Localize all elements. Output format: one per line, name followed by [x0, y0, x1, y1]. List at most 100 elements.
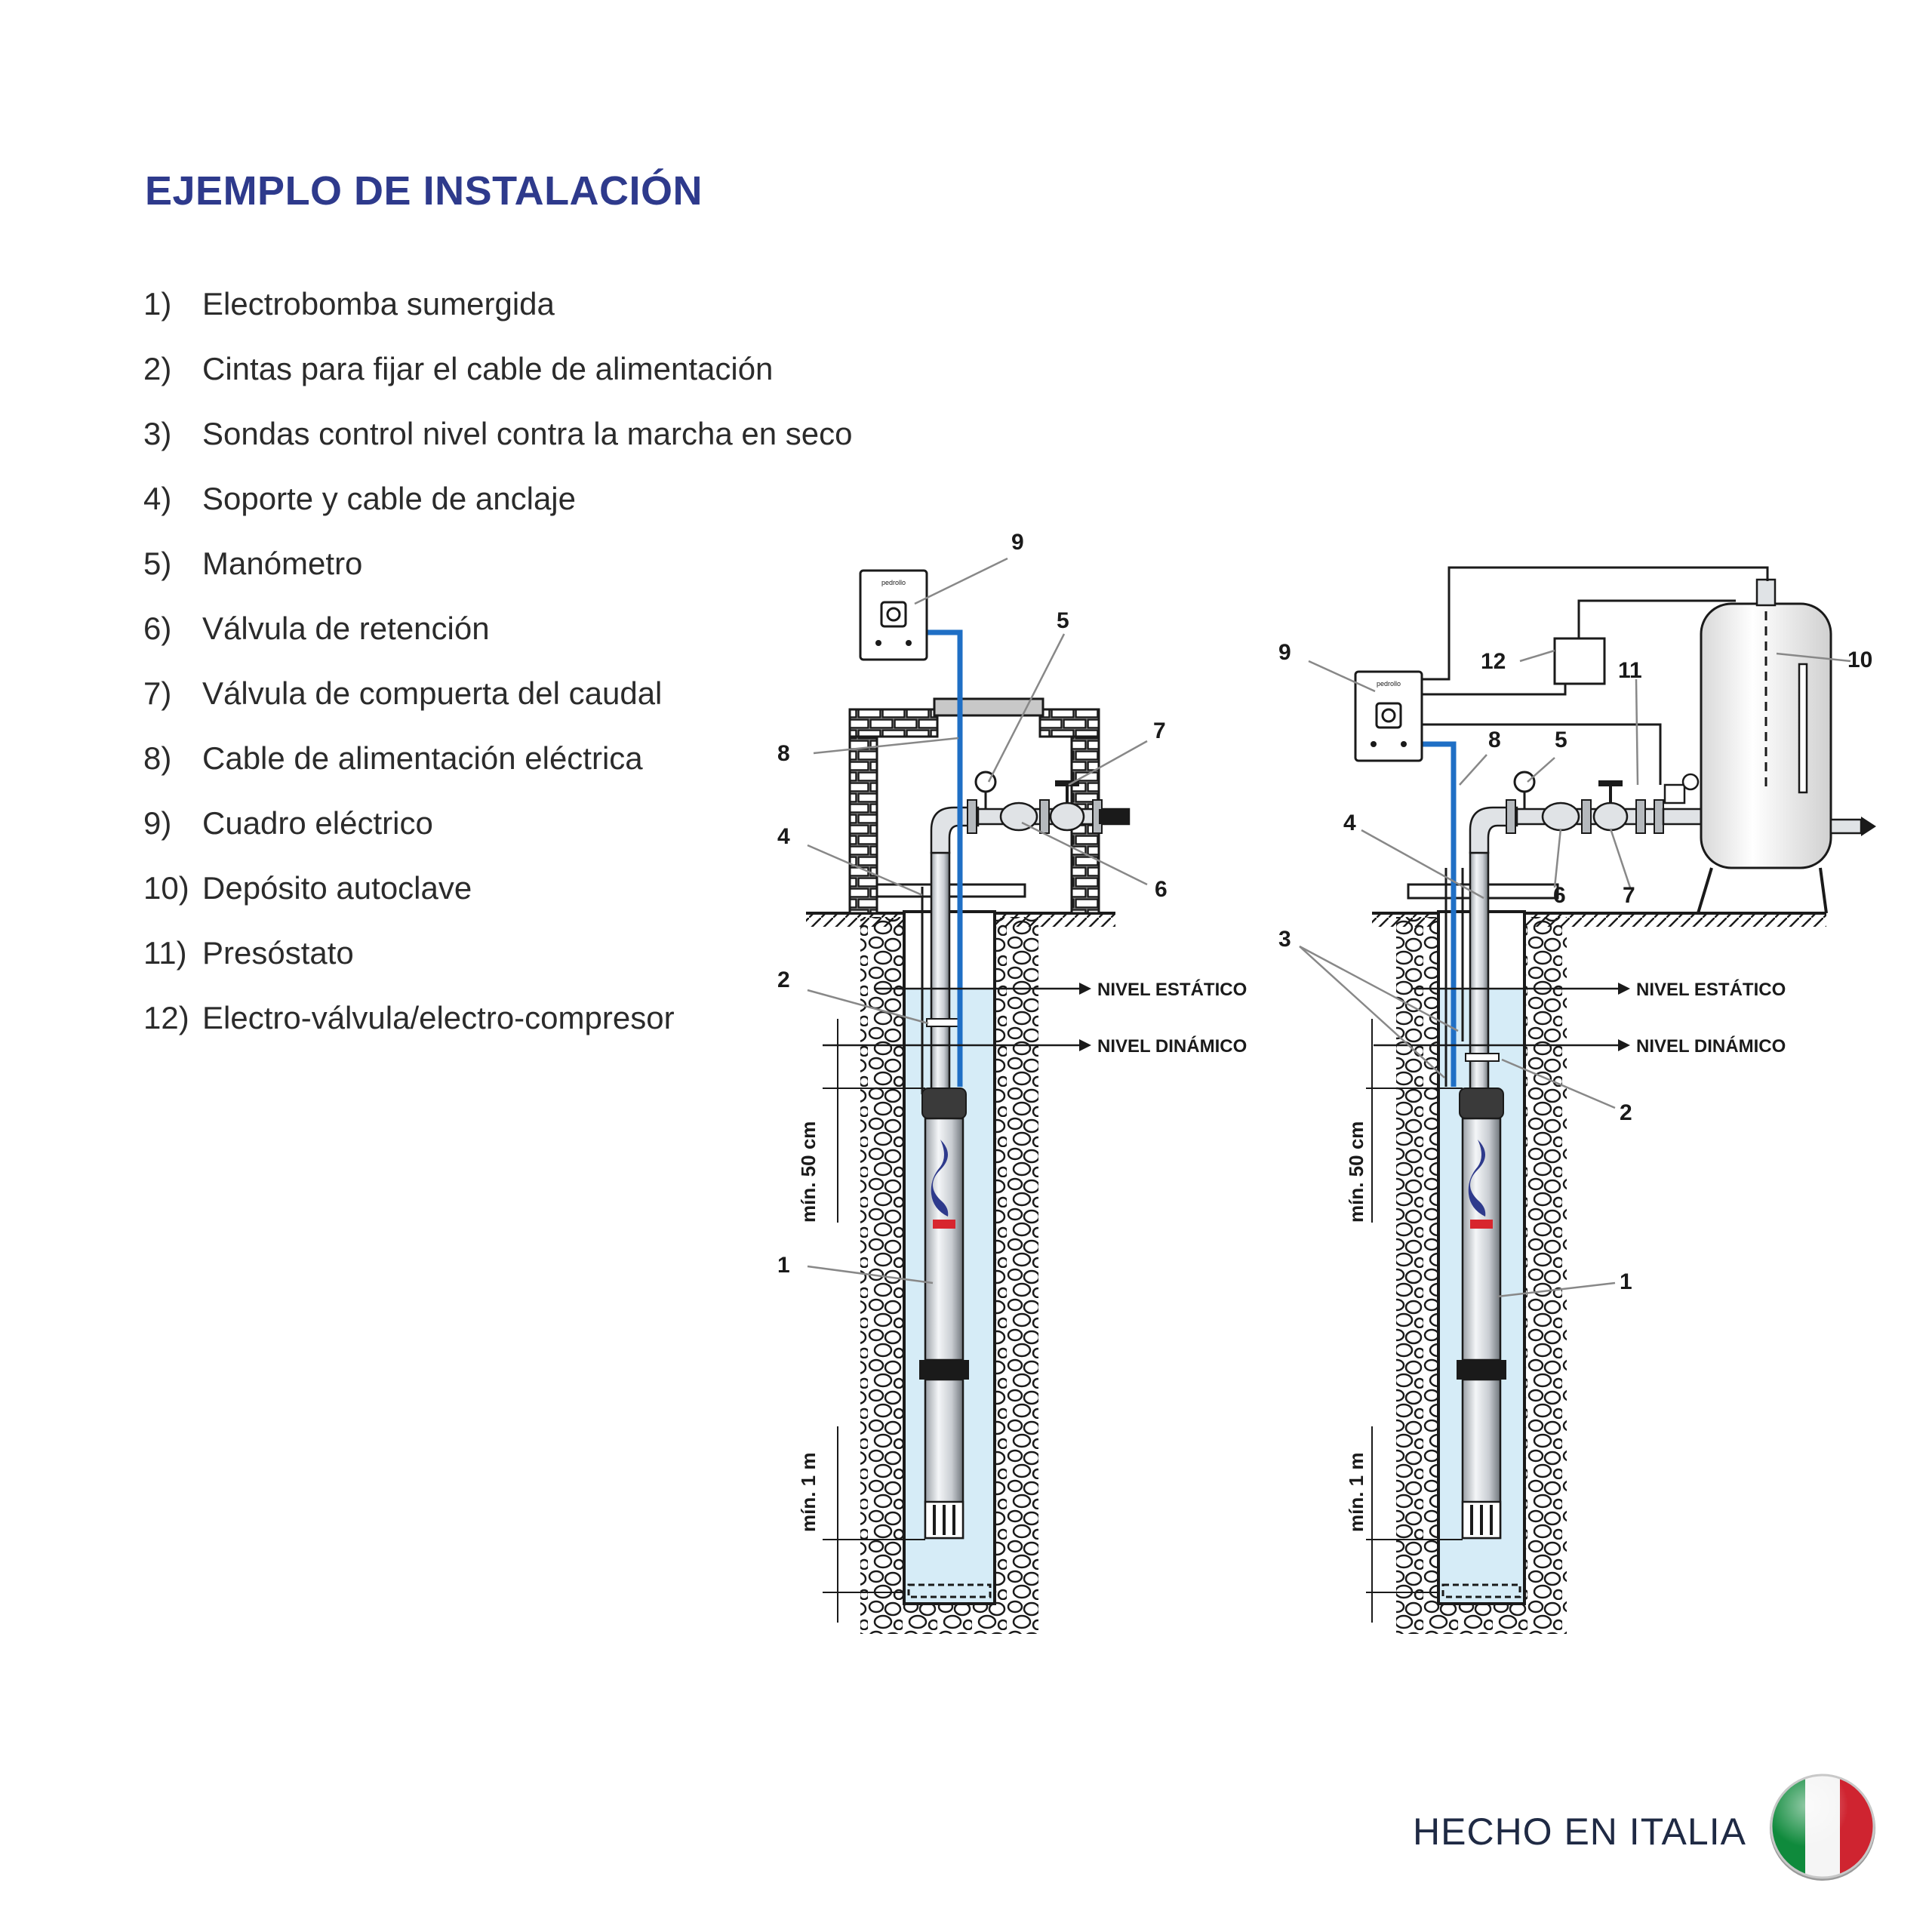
legend-item: 8)Cable de alimentación eléctrica: [143, 726, 852, 791]
leader-line: [1308, 660, 1376, 693]
legend-number: 12): [143, 1000, 189, 1035]
leader-line: [1299, 946, 1445, 1078]
callout-5: 5: [1555, 728, 1567, 752]
static-level-arrow-icon: [1079, 983, 1091, 995]
callout-11: 11: [1618, 658, 1642, 683]
ground-right: [1524, 913, 1826, 927]
left-installation: pedrollo mín. 50 cm mín. 1 m NIVEL ESTÁT…: [777, 530, 1247, 1634]
tank-inlet-pipe: [1662, 808, 1703, 826]
callout-6: 6: [1553, 883, 1566, 908]
leader-line: [1635, 678, 1639, 786]
legend-text: Válvula de retención: [202, 611, 490, 646]
static-level-arrow-icon: [1618, 983, 1630, 995]
legend-number: 7): [143, 675, 172, 711]
electro-valve-box: [1553, 637, 1606, 685]
legend-item: 3)Sondas control nivel contra la marcha …: [143, 401, 852, 466]
control-panel-brand: pedrollo: [1377, 680, 1401, 688]
legend-text: Electro-válvula/electro-compresor: [202, 1000, 675, 1035]
gate-valve-handwheel: [1055, 780, 1079, 786]
gate-valve-handwheel: [1598, 780, 1623, 786]
tank-outlet-pipe: [1829, 818, 1863, 835]
legend-number: 6): [143, 611, 172, 646]
legend-text: Manómetro: [202, 546, 363, 581]
check-valve: [999, 801, 1038, 832]
brick-wall-left: [848, 708, 878, 915]
leader-line: [1361, 829, 1484, 900]
legend-item: 9)Cuadro eléctrico: [143, 791, 852, 856]
callout-6: 6: [1155, 877, 1168, 902]
pipe-flange: [967, 799, 977, 834]
leader-line: [807, 844, 923, 897]
wire: [1422, 566, 1769, 681]
callout-8: 8: [1488, 728, 1501, 752]
legend-number: 4): [143, 481, 172, 516]
control-panel-dial: [880, 601, 907, 628]
legend-number: 11): [143, 935, 187, 971]
pump-coupling: [919, 1360, 969, 1380]
ground-left: [1372, 913, 1438, 927]
legend-text: Presóstato: [202, 935, 354, 971]
pipe-flange: [1654, 799, 1664, 834]
well-head-plate: [875, 883, 1026, 898]
callout-7: 7: [1153, 718, 1166, 743]
callout-12: 12: [1481, 649, 1506, 674]
manometer-icon: [1513, 771, 1536, 793]
tank-leg: [1697, 867, 1828, 914]
wire: [1422, 723, 1662, 785]
legend-item: 12) Electro-válvula/electro-compresor: [143, 986, 852, 1051]
legend-item: 10) Depósito autoclave: [143, 856, 852, 921]
leader-line: [1776, 652, 1851, 663]
leader-line: [1497, 1281, 1616, 1298]
dynamic-level-label: NIVEL DINÁMICO: [1097, 1035, 1247, 1057]
callout-2: 2: [777, 968, 790, 992]
leader-line: [1501, 1058, 1616, 1109]
pipe-flange: [1039, 799, 1050, 834]
pipe-elbow: [1469, 806, 1518, 854]
cable-tape: [926, 1018, 961, 1027]
gravel-bottom: [1438, 1604, 1524, 1634]
legend-text: Cintas para fijar el cable de alimentaci…: [202, 351, 774, 386]
pump-head: [921, 1088, 967, 1119]
pump-logo-icon: [1468, 1140, 1486, 1217]
control-panel-light: [906, 640, 912, 646]
pipe-flange: [1506, 799, 1516, 834]
static-level-label: NIVEL ESTÁTICO: [1097, 979, 1247, 1000]
pipe-flange: [1635, 799, 1646, 834]
legend-item: 1)Electrobomba sumergida: [143, 272, 852, 337]
callout-4: 4: [1343, 811, 1356, 835]
gravel-bottom: [904, 1604, 995, 1634]
well-filter-screen: [907, 1583, 992, 1598]
outlet-arrow-icon: [1861, 817, 1876, 836]
ground-left: [806, 913, 904, 927]
leader-line: [1459, 754, 1487, 786]
control-panel-light: [1371, 741, 1377, 747]
leader-line: [1068, 740, 1148, 786]
right-installation: pedrollo mín. 50 cm mín. 1 m NIVEL ESTÁT…: [1278, 566, 1876, 1634]
pressure-switch: [1663, 783, 1686, 804]
dimension-label-1m: mín. 1 m: [797, 1453, 820, 1532]
leader-line: [1609, 828, 1632, 888]
callout-3: 3: [1278, 927, 1291, 952]
cable-tape: [1465, 1053, 1500, 1062]
legend-number: 9): [143, 805, 172, 841]
legend-number: 10): [143, 870, 189, 906]
well-filter-screen: [1441, 1583, 1521, 1598]
gravel-wall-left: [1396, 917, 1438, 1634]
pump-badge-icon: [1470, 1220, 1493, 1229]
pipe-elbow: [930, 806, 980, 854]
callout-9: 9: [1011, 530, 1024, 555]
legend-item: 6) Válvula de retención: [143, 596, 852, 661]
legend-text: Depósito autoclave: [202, 870, 472, 906]
callout-10: 10: [1847, 648, 1872, 672]
pump-badge-icon: [933, 1220, 955, 1229]
gravel-wall-right: [1524, 917, 1567, 1634]
control-panel-dial: [1375, 702, 1402, 729]
callout-5: 5: [1057, 608, 1069, 633]
legend-item: 5)Manómetro: [143, 531, 852, 596]
legend-item: 11) Presóstato: [143, 921, 852, 986]
pump-logo-icon: [931, 1140, 949, 1217]
leader-line: [1021, 821, 1148, 886]
control-panel-brand: pedrollo: [881, 579, 906, 586]
control-panel-knob-icon: [886, 607, 901, 622]
